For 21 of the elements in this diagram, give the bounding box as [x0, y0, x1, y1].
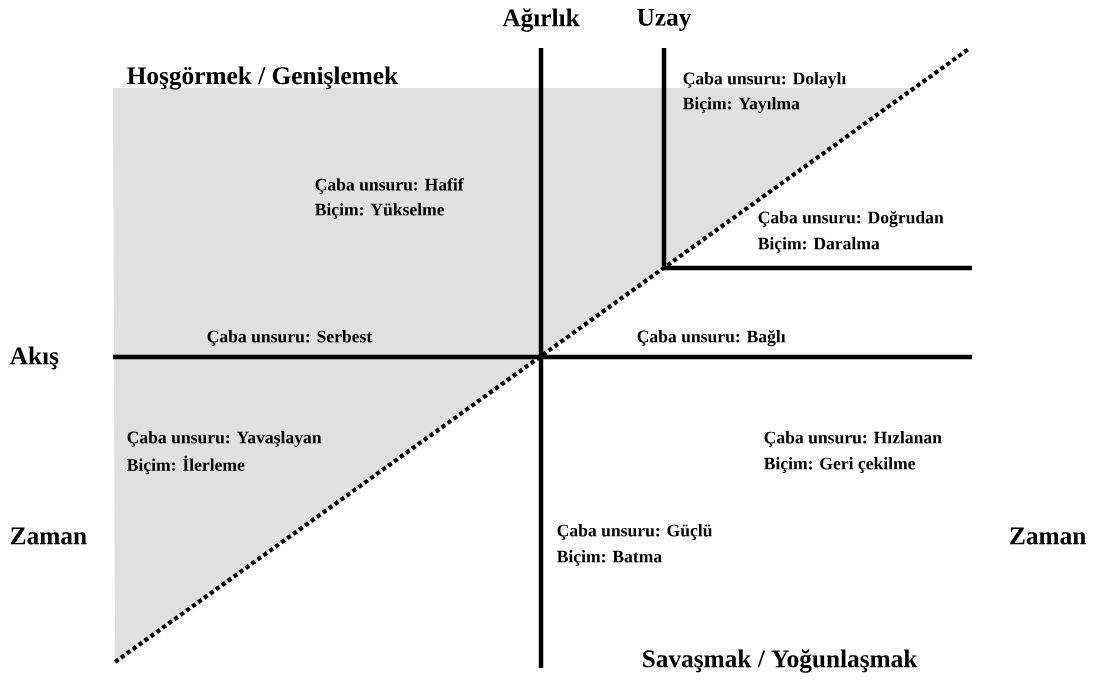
shape-label: Biçim: Geri çekilme	[764, 457, 916, 473]
shape-label: Biçim: Yayılma	[683, 97, 800, 113]
effort-label: Çaba unsuru: Yavaşlayan	[127, 431, 322, 447]
axis-label: Uzay	[637, 9, 692, 32]
effort-label: Çaba unsuru: Dolaylı	[683, 72, 847, 88]
shape-label: Biçim: Batma	[557, 550, 662, 566]
region-heading: Savaşmak / Yoğunlaşmak	[643, 649, 918, 673]
effort-label: Çaba unsuru: Bağlı	[637, 329, 786, 347]
shape-label: Biçim: Yükselme	[315, 203, 445, 219]
axis-label: Ağırlık	[502, 8, 580, 32]
axis-label: Zaman	[1010, 527, 1086, 545]
effort-label: Çaba unsuru: Hızlanan	[764, 431, 942, 447]
shape-label: Biçim: Daralma	[758, 237, 880, 253]
axis-label: Akış	[9, 346, 59, 370]
effort-label: Çaba unsuru: Doğrudan	[758, 210, 944, 228]
region-heading: Hoşgörmek / Genişlemek	[127, 66, 399, 90]
effort-label: Çaba unsuru: Güçlü	[557, 524, 712, 540]
axis-label: Zaman	[10, 527, 87, 545]
effort-label: Çaba unsuru: Serbest	[207, 330, 373, 346]
effort-label: Çaba unsuru: Hafif	[315, 178, 464, 194]
shape-label: Biçim: İlerleme	[127, 455, 245, 475]
